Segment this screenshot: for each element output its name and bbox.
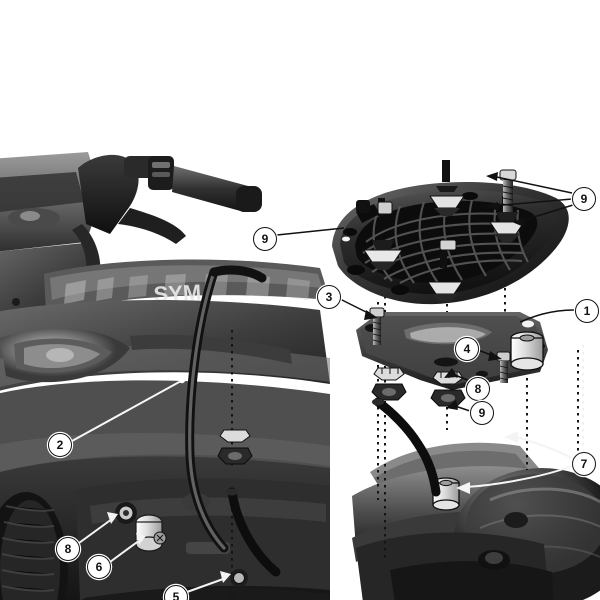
callout-8-cap-nut-washer[interactable]: 8: [466, 377, 490, 401]
mounting-bracket-plate: [356, 312, 548, 390]
washer-and-nut-left-stack: [371, 367, 407, 401]
scooter-rear-photo: [330, 420, 600, 600]
callout-4-hex-bolt-inner[interactable]: 4: [455, 337, 479, 361]
bracket-bolt-inner: [496, 351, 511, 383]
callout-9-lock-nut[interactable]: 9: [470, 401, 494, 425]
long-hex-bolt: [498, 169, 518, 220]
callout-3-hex-bolt-upper[interactable]: 3: [317, 285, 341, 309]
callout-7-spacer-bush-pair[interactable]: 7: [572, 452, 596, 476]
callout-9-bolt-and-washer-set[interactable]: 9: [572, 187, 596, 211]
callout-9-washer-top-plate[interactable]: 9: [253, 227, 277, 251]
scooter-front-photo: SYM: [0, 150, 330, 600]
bracket-bolt-right: [521, 331, 536, 365]
scooter-rear-artwork: [352, 442, 600, 600]
top-case-base-plate: [332, 182, 569, 305]
callout-2-front-crash-bar-tube[interactable]: 2: [48, 433, 72, 457]
callout-1-mounting-plate-bracket[interactable]: 1: [575, 299, 599, 323]
spacer-bush-upper: [510, 331, 544, 371]
plate-fastener-set: [356, 160, 525, 302]
callout-6-spacer-bush-lower[interactable]: 6: [87, 555, 111, 579]
washer-and-nut-center-stack: [430, 371, 466, 407]
bracket-bolt-left: [369, 307, 385, 345]
scooter-front-artwork: SYM: [0, 152, 330, 600]
callout-8-washer-lower-frame[interactable]: 8: [56, 537, 80, 561]
